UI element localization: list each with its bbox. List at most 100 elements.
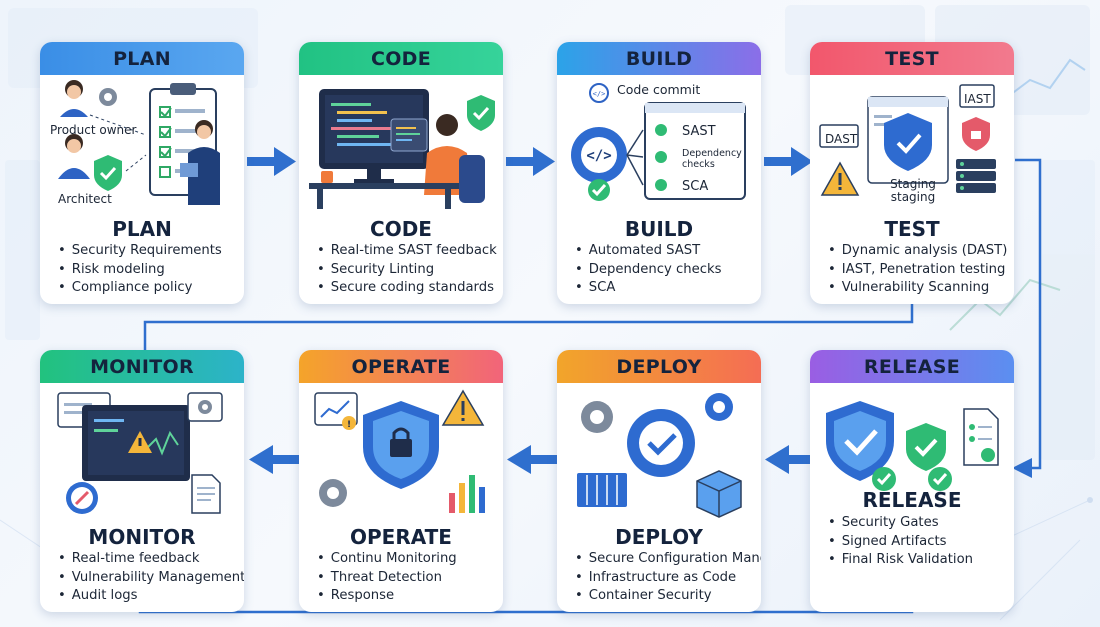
server-icon bbox=[956, 159, 996, 193]
stage-header-release: RELEASE bbox=[810, 350, 1014, 383]
shield-check-icon bbox=[467, 95, 495, 131]
stage-list-build: Automated SAST Dependency checks SCA bbox=[575, 242, 759, 298]
list-item: Real-time SAST feedback bbox=[317, 242, 501, 261]
stage-card-code[interactable]: CODE bbox=[299, 42, 503, 304]
businessman-icon bbox=[180, 120, 220, 205]
stage-card-test[interactable]: TEST bbox=[810, 42, 1014, 304]
stage-card-plan[interactable]: PLAN bbox=[40, 42, 244, 304]
stage-title-build: BUILD bbox=[624, 217, 694, 241]
list-item: SCA bbox=[575, 279, 759, 298]
stage-title-code: CODE bbox=[370, 217, 432, 241]
list-item: Dependency checks bbox=[575, 261, 759, 280]
stage-list-test: Dynamic analysis (DAST) IAST, Penetratio… bbox=[828, 242, 1012, 298]
list-item: Continu Monitoring bbox=[317, 550, 501, 569]
operate-illustration: ! bbox=[314, 389, 485, 513]
chart-window-icon: ! bbox=[314, 392, 358, 430]
stage-list-plan: Security Requirements Risk modeling Comp… bbox=[58, 242, 242, 298]
list-item: Threat Detection bbox=[317, 569, 501, 588]
test-illustration bbox=[819, 84, 996, 196]
list-item: Automated SAST bbox=[575, 242, 759, 261]
check-circle-icon bbox=[588, 179, 610, 201]
stage-list-release: Security Gates Signed Artifacts Final Ri… bbox=[828, 514, 1012, 570]
list-item: Infrastructure as Code bbox=[575, 569, 759, 588]
sast-label: SAST bbox=[682, 124, 716, 139]
lock-shield-icon bbox=[962, 117, 990, 151]
iast-box-icon bbox=[959, 84, 995, 108]
shield-check-icon bbox=[884, 113, 932, 171]
monitor-illustration bbox=[57, 392, 223, 514]
warning-icon bbox=[441, 389, 485, 426]
dast-label: DAST bbox=[825, 132, 858, 146]
list-item: Signed Artifacts bbox=[828, 533, 1012, 552]
developer-icon bbox=[424, 114, 485, 203]
gear-check-icon bbox=[627, 409, 695, 477]
dast-box-icon bbox=[819, 124, 859, 148]
code-commit-label: Code commit bbox=[617, 82, 701, 97]
list-item: Compliance policy bbox=[58, 279, 242, 298]
container-icon bbox=[577, 473, 627, 507]
list-item: Security Linting bbox=[317, 261, 501, 280]
gear-code-icon: </> bbox=[571, 127, 627, 183]
stage-title-deploy: DEPLOY bbox=[615, 525, 703, 549]
build-illustration: </> </> bbox=[571, 83, 746, 201]
list-item: Vulnerability Scanning bbox=[828, 279, 1012, 298]
list-item: Audit logs bbox=[58, 587, 242, 606]
iast-label: IAST bbox=[964, 92, 991, 106]
stage-list-operate: Continu Monitoring Threat Detection Resp… bbox=[317, 550, 501, 606]
shield-check-icon bbox=[94, 155, 122, 191]
list-item: Secure Configuration Mang bbox=[575, 550, 761, 569]
gear-icon bbox=[319, 479, 347, 507]
list-item: Response bbox=[317, 587, 501, 606]
stage-card-release[interactable]: RELEASE RELEASE Security Gates bbox=[810, 350, 1014, 612]
stage-title-test: TEST bbox=[884, 217, 940, 241]
compass-icon bbox=[66, 482, 98, 514]
stage-title-monitor: MONITOR bbox=[88, 525, 196, 549]
svg-text:!: ! bbox=[347, 420, 351, 430]
architect-icon bbox=[58, 134, 90, 179]
stage-header-code: CODE bbox=[299, 42, 503, 75]
stage-card-deploy[interactable]: DEPLOY DEPLOY Secure Configura bbox=[557, 350, 761, 612]
list-item: Dynamic analysis (DAST) bbox=[828, 242, 1012, 261]
deploy-illustration bbox=[577, 393, 742, 518]
desk-icon bbox=[309, 171, 459, 209]
shield-check-icon bbox=[906, 423, 946, 471]
dependency-checks-label: Dependency checks bbox=[682, 148, 742, 170]
gear-icon bbox=[581, 401, 613, 433]
lock-shield-icon bbox=[363, 401, 439, 489]
bar-chart-icon bbox=[449, 475, 485, 513]
document-icon bbox=[191, 474, 221, 514]
monitor-screen-icon bbox=[82, 405, 190, 481]
stage-header-build: BUILD bbox=[557, 42, 761, 75]
list-item: Final Risk Validation bbox=[828, 551, 1012, 570]
release-illustration bbox=[826, 401, 999, 491]
stage-header-operate: OPERATE bbox=[299, 350, 503, 383]
stage-header-plan: PLAN bbox=[40, 42, 244, 75]
list-item: Vulnerability Management bbox=[58, 569, 244, 588]
product-owner-icon bbox=[60, 80, 88, 117]
package-box-icon bbox=[696, 470, 742, 518]
stage-list-monitor: Real-time feedback Vulnerability Managem… bbox=[58, 550, 244, 606]
stage-title-plan: PLAN bbox=[112, 217, 172, 241]
sca-label: SCA bbox=[682, 179, 709, 194]
stage-card-operate[interactable]: OPERATE ! OPERATE bbox=[299, 350, 503, 612]
list-item: Container Security bbox=[575, 587, 759, 606]
staging-label: Staging staging bbox=[890, 177, 936, 204]
gear-window-icon bbox=[187, 392, 223, 422]
warning-icon bbox=[820, 161, 860, 196]
svg-text:</>: </> bbox=[593, 90, 606, 98]
pipeline-window-icon bbox=[644, 102, 746, 200]
svg-text:</>: </> bbox=[586, 148, 611, 164]
stage-header-test: TEST bbox=[810, 42, 1014, 75]
architect-label: Architect bbox=[58, 192, 112, 206]
list-item: IAST, Penetration testing bbox=[828, 261, 1012, 280]
stage-card-monitor[interactable]: MONITOR bbox=[40, 350, 244, 612]
code-window-icon bbox=[390, 118, 428, 152]
code-commit-icon: </> bbox=[589, 83, 609, 103]
list-item: Security Gates bbox=[828, 514, 1012, 533]
product-owner-label: Product owner bbox=[50, 123, 137, 137]
list-item: Security Requirements bbox=[58, 242, 242, 261]
check-circle-icon bbox=[872, 467, 896, 491]
stage-card-build[interactable]: BUILD </> </> Code commit SAST Dependenc… bbox=[557, 42, 761, 304]
plan-illustration bbox=[58, 80, 220, 205]
shield-check-icon bbox=[826, 401, 894, 481]
